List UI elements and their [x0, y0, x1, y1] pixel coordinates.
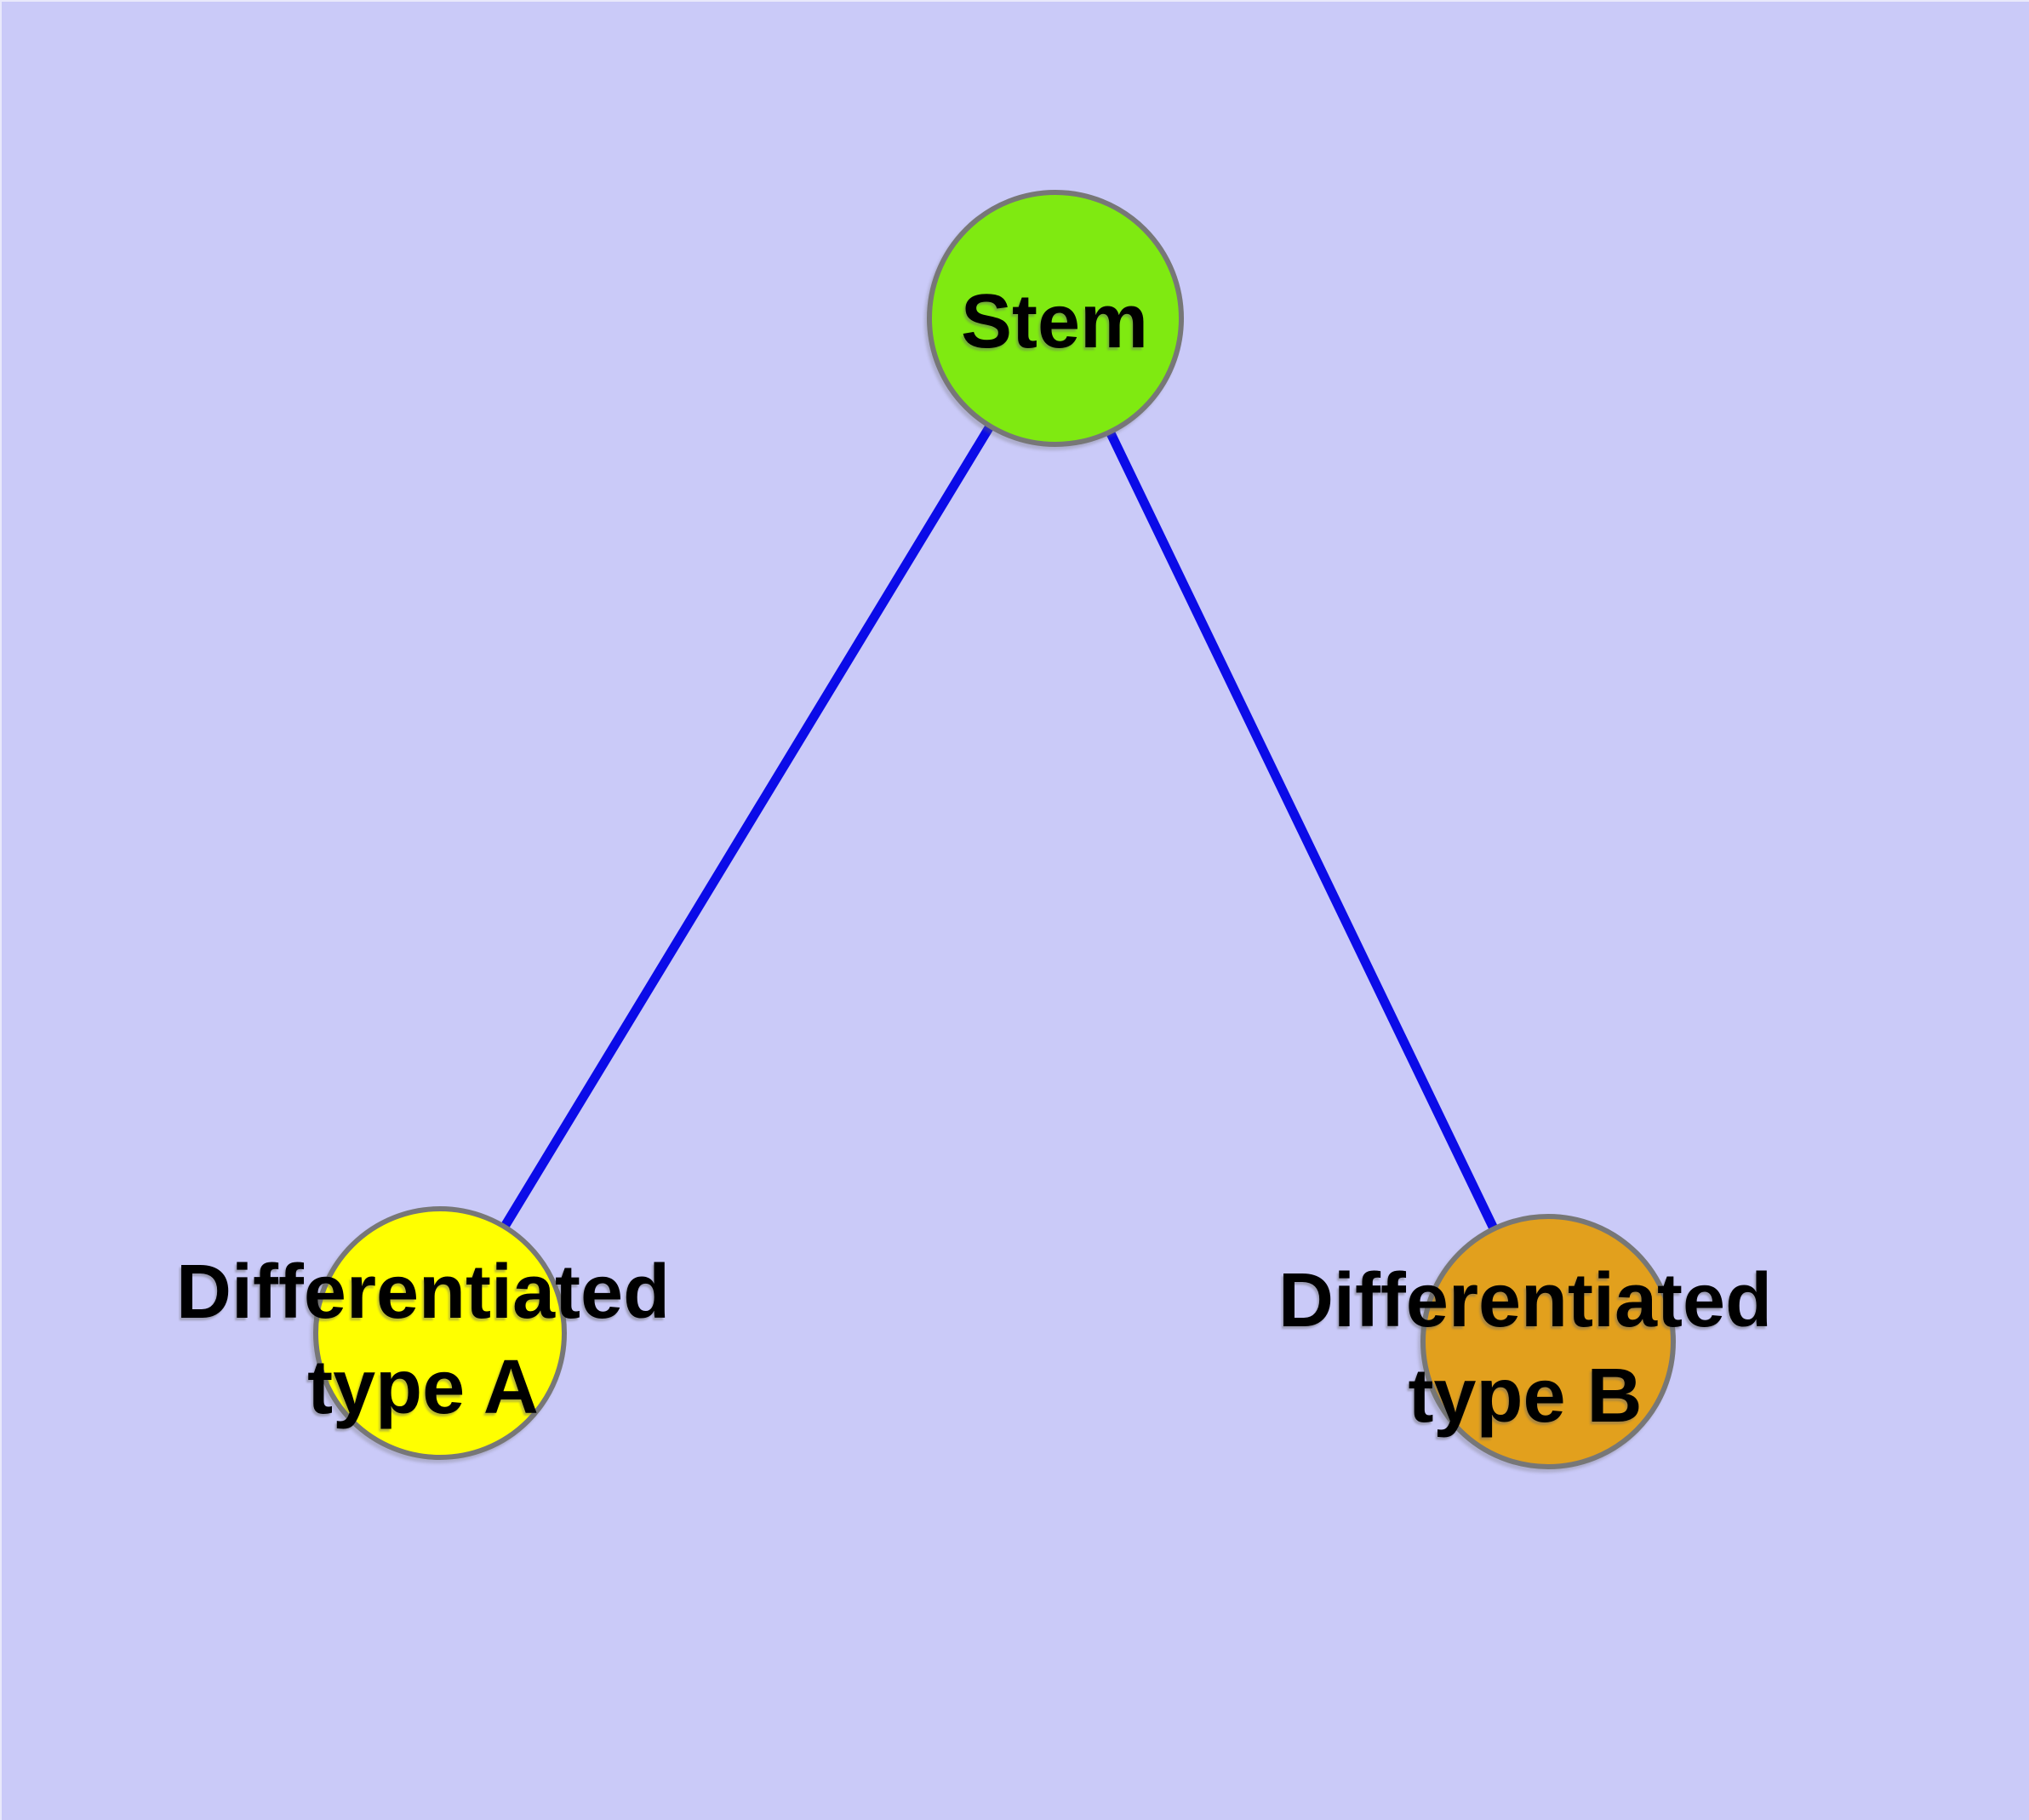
node-type-a-label: Differentiated type A [176, 1245, 670, 1435]
node-stem-label: Stem [961, 274, 1148, 369]
node-type-b-label: Differentiated type B [1278, 1253, 1772, 1444]
node-type-a-label-line-1: Differentiated [175, 1250, 671, 1335]
node-type-a-label-line-2: type A [307, 1345, 539, 1430]
node-type-a [313, 1206, 567, 1460]
node-type-b [1420, 1214, 1676, 1469]
edge-stem-to-type-b [1051, 316, 1552, 1344]
node-type-b-label-line-1: Differentiated [1277, 1258, 1773, 1343]
edge-stem-to-type-a [436, 316, 1060, 1336]
node-stem [927, 190, 1184, 447]
node-stem-label-text: Stem [960, 279, 1149, 364]
node-type-b-label-line-2: type B [1408, 1354, 1643, 1439]
